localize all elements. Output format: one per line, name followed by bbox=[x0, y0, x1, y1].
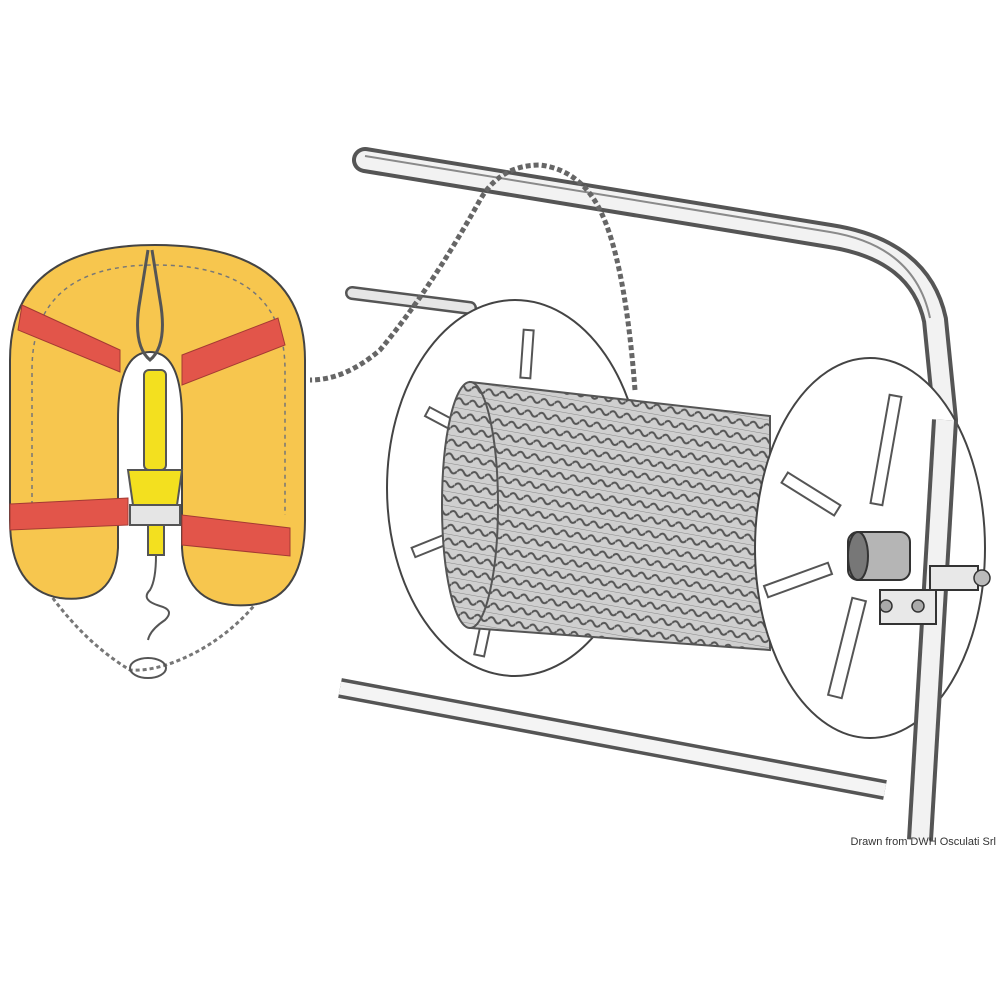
vertical-support bbox=[907, 419, 958, 841]
axle-hub bbox=[847, 531, 991, 625]
top-rail bbox=[352, 147, 958, 433]
rear-rod bbox=[345, 286, 477, 315]
front-flange-slots bbox=[762, 393, 903, 700]
horseshoe-lifebuoy-icon bbox=[9, 243, 306, 679]
buoy-straps bbox=[9, 304, 291, 557]
rope-line bbox=[309, 162, 638, 391]
buoy-light-icon bbox=[126, 369, 184, 641]
buoy-tether bbox=[38, 379, 302, 672]
illustration-credit: Drawn from DWH Osculati Srl bbox=[850, 836, 996, 848]
buoy-clip bbox=[136, 249, 164, 362]
bottom-rail bbox=[338, 678, 887, 800]
rope-drum bbox=[441, 380, 771, 652]
rope-reel-icon bbox=[309, 147, 991, 841]
